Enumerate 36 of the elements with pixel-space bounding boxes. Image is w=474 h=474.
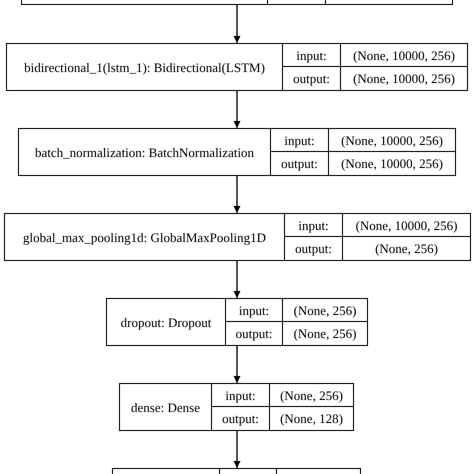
port-label: input: [238,304,270,316]
layer-name: batch_normalization: BatchNormalization [34,146,254,158]
shape-value: (None, 256) [294,304,356,316]
shape-value: (None, 256) [280,388,343,402]
shape-value: (None, 128) [280,412,343,425]
shape-value: (None, 10000, 256) [356,218,458,232]
layer-box [119,383,354,431]
port-label: input: [225,388,256,402]
port-label: output: [295,242,332,255]
layer-box [4,213,471,261]
shape-value: (None, 10000, 256) [341,134,443,146]
arrow [234,346,240,383]
port-label: input: [296,48,327,62]
shape-value: (None, 10000, 256) [341,157,443,170]
port-label: output: [222,412,259,425]
layer-box [106,298,368,346]
layer-box [18,128,456,176]
shape-value: (None, 256) [294,327,356,340]
port-label: output: [236,327,272,340]
layer-box [6,43,468,91]
arrow [234,431,240,468]
arrow [234,261,240,298]
layer-name: global_max_pooling1d: GlobalMaxPooling1D [22,230,266,244]
layer-name: dropout: Dropout [120,316,212,328]
shape-value: (None, 10000, 256) [353,72,455,85]
port-label: input: [298,218,329,232]
layer-name: bidirectional_1(lstm_1): Bidirectional(LSTM) [24,60,265,74]
shape-value: (None, 10000, 256) [353,48,455,62]
layer-name: dense: Dense [131,400,200,414]
port-label: output: [293,72,330,85]
port-label: input: [284,134,315,146]
shape-value: (None, 256) [375,242,438,255]
port-label: output: [281,157,318,170]
arrow [234,5,240,43]
arrow [234,176,240,213]
arrow [234,91,240,128]
